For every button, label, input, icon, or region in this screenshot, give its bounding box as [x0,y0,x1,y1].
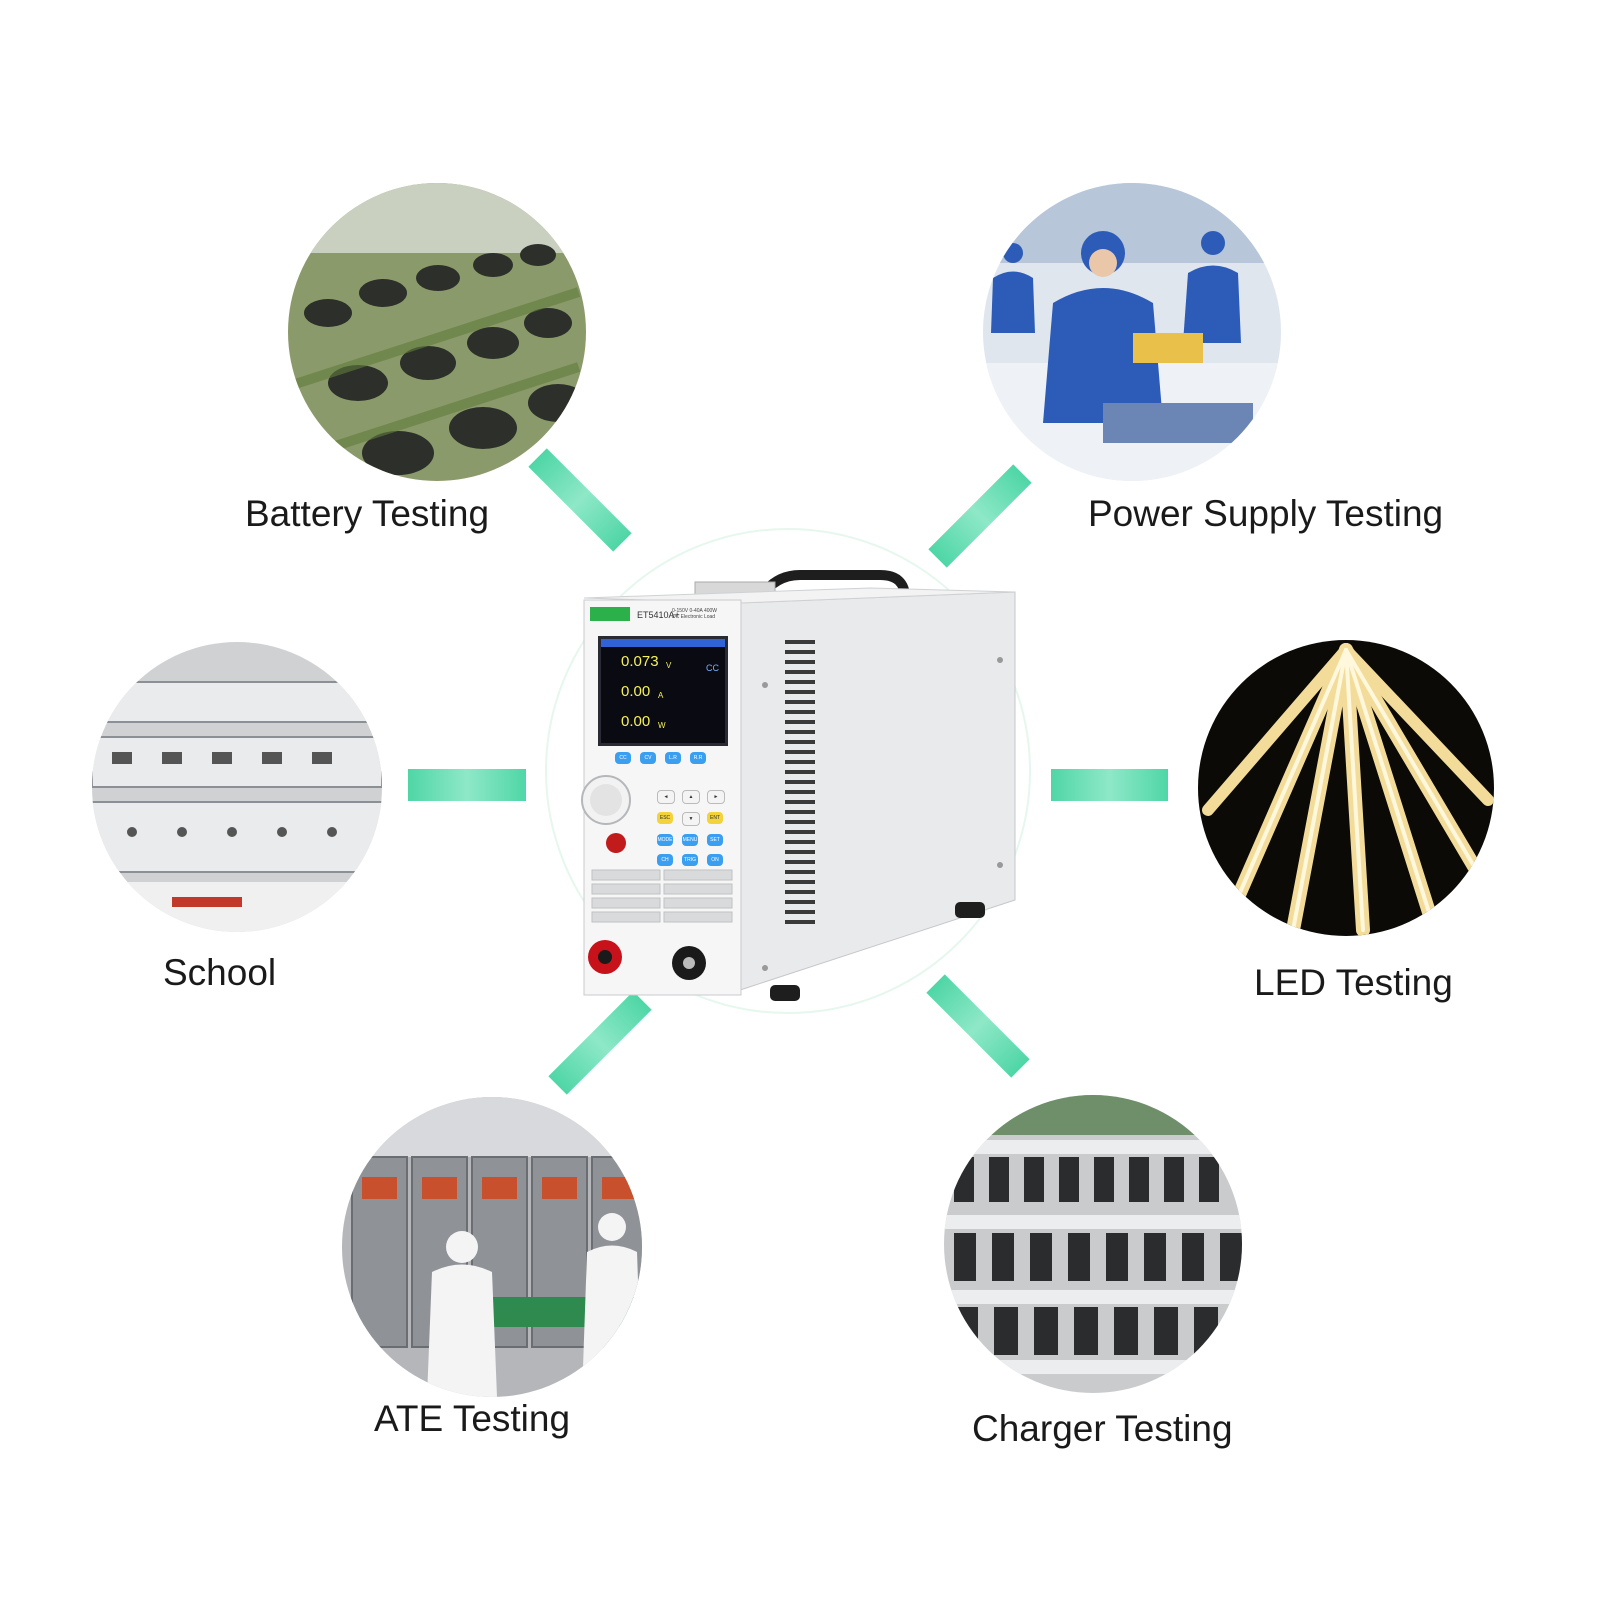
power-supply-testing-label: Power Supply Testing [1088,493,1444,534]
led-testing-photo [1198,640,1494,936]
charger-testing-label: Charger Testing [972,1408,1233,1449]
mode-key[interactable]: MODE [657,834,673,846]
lcd-power-value: 0.00 [621,713,651,730]
lcd-voltage-value: 0.073 [621,653,659,670]
lcd-title-bar [601,639,725,647]
lcd-power-unit: W [658,721,666,730]
right-arrow-key[interactable]: ► [707,790,725,804]
menu-key[interactable]: MENU [682,834,698,846]
connector-power [928,464,1032,568]
led-testing-label: LED Testing [1254,962,1453,1003]
lcd-current-value: 0.00 [621,683,651,700]
mode-button-cv[interactable]: CV [640,752,656,764]
school-photo [92,642,382,932]
ate-testing-photo [342,1097,642,1397]
connector-battery [528,448,632,552]
power-supply-testing-photo [983,183,1281,481]
device-spec-line1: 0-150V 0-40A 400W [672,608,718,614]
ate-testing-label: ATE Testing [374,1398,571,1439]
device-lcd-screen: 0.073 V CC 0.00 A 0.00 W [598,636,728,746]
left-arrow-key[interactable]: ◄ [657,790,675,804]
esc-key[interactable]: ESC [657,812,673,824]
device-model-label: ET5410A+ [637,610,680,620]
down-arrow-key[interactable]: ▼ [682,812,700,826]
trig-key[interactable]: TRIG [682,854,698,866]
lcd-voltage-unit: V [666,661,672,670]
ch-key[interactable]: CH [657,854,673,866]
electronic-load-device [581,570,1016,1001]
battery-testing-photo [288,183,586,481]
charger-testing-photo [944,1095,1242,1393]
connector-led [1051,769,1168,801]
mode-button-lr[interactable]: L.R [665,752,681,764]
lcd-mode-indicator: CC [706,663,719,673]
connector-school [408,769,526,801]
on-key[interactable]: ON [707,854,723,866]
mode-button-cc[interactable]: CC [615,752,631,764]
mode-button-rr[interactable]: R.R [690,752,706,764]
set-key[interactable]: SET [707,834,723,846]
up-arrow-key[interactable]: ▲ [682,790,700,804]
lcd-current-unit: A [658,691,664,700]
battery-testing-label: Battery Testing [245,493,490,534]
ent-key[interactable]: ENT [707,812,723,824]
device-spec-label: 0-150V 0-40A 400W DC Electronic Load [672,608,722,620]
device-spec-line2: DC Electronic Load [672,614,716,620]
school-label: School [163,952,277,993]
